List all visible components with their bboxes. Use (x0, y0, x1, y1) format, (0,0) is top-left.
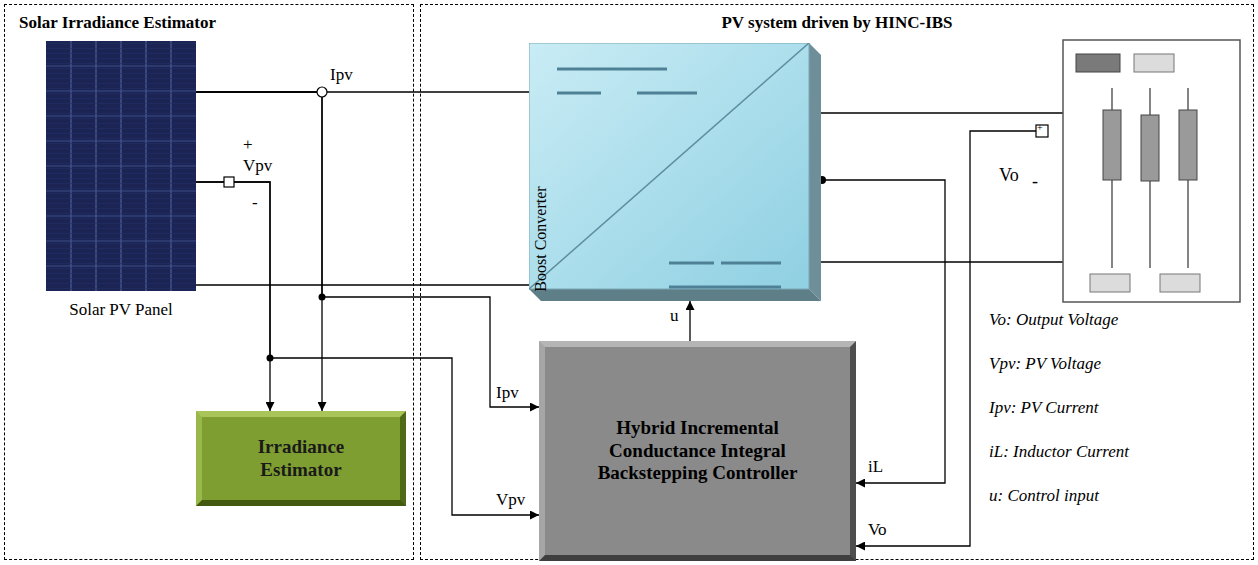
legend-text: Vo: Output Voltage (987, 311, 1120, 330)
signal-label: + (241, 136, 255, 155)
current-sensor (317, 87, 327, 97)
pv-panel: Solar PV Panel (46, 41, 196, 331)
converter-box: Boost Converter (529, 43, 821, 301)
signal-label: iL (866, 458, 885, 477)
signal-wire (196, 182, 539, 515)
node-label: Irradiance Estimator (226, 436, 376, 482)
legend-text: iL: Inductor Current (987, 443, 1131, 462)
signal-label: - (250, 194, 260, 213)
node-label: PV system driven by HINC-IBS (421, 13, 1253, 33)
signal-wire (196, 92, 539, 407)
pv-terminal (224, 177, 234, 187)
signal-label: Vo (866, 521, 889, 540)
output-wire (820, 261, 1063, 262)
controller-box: Hybrid Incremental Conductance Integral … (539, 341, 856, 561)
boost-converter-illustration (529, 43, 821, 301)
signal-label: Vpv (241, 157, 274, 176)
load-symbol (1063, 40, 1240, 302)
pv-panel-illustration (46, 41, 196, 291)
signal-label: u (668, 307, 681, 326)
signal-wire (689, 301, 690, 341)
signal-label: Ipv (328, 66, 355, 85)
signal-label: + (1037, 123, 1043, 133)
dashed-region: PV system driven by HINC-IBS Boost Conver… (420, 4, 1254, 560)
legend-text: u: Control input (987, 487, 1101, 506)
signal-label: Vpv (494, 491, 527, 510)
node-label: Hybrid Incremental Conductance Integral … (578, 417, 818, 485)
signal-wire (196, 182, 270, 411)
signal-label: Ipv (494, 384, 521, 403)
junction-dot (319, 294, 326, 301)
legend-text: Ipv: PV Current (987, 399, 1101, 418)
signal-wire (196, 92, 322, 411)
estimator-box: Irradiance Estimator (196, 411, 406, 506)
legend-text: Vpv: PV Voltage (987, 355, 1103, 374)
node-label: Boost Converter (532, 186, 550, 291)
vo-sense-wire (856, 131, 1036, 546)
signal-wire (196, 284, 529, 285)
signal-label: Vo (997, 166, 1021, 186)
node-label: Solar PV Panel (36, 300, 206, 320)
node-label: Solar Irradiance Estimator (19, 13, 216, 33)
signal-label: - (1030, 172, 1040, 192)
junction-dot (267, 355, 274, 362)
dashed-region: Solar Irradiance EstimatorSolar PV Panel… (4, 4, 414, 560)
output-wire (820, 112, 1063, 113)
